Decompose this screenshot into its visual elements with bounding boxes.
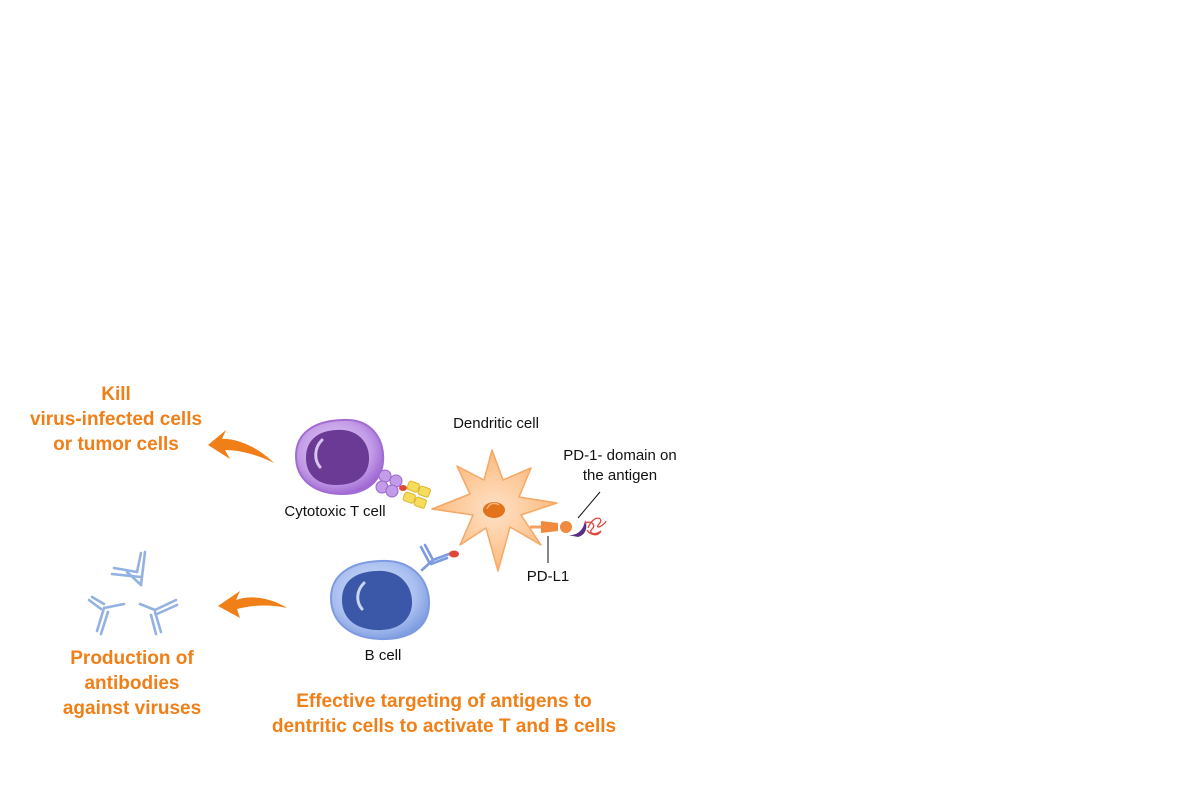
pd1-domain-label-line-2: the antigen bbox=[582, 467, 658, 484]
pd1-leader-line bbox=[577, 491, 601, 519]
b-cell-receptor-icon bbox=[419, 543, 459, 572]
antibodies-icon bbox=[87, 550, 179, 636]
kill-label-line-1: Kill bbox=[101, 384, 131, 405]
dendritic-cell-icon bbox=[431, 449, 558, 572]
pd1-domain-label: PD-1- domain on the antigen bbox=[552, 446, 688, 486]
antibody-left bbox=[87, 595, 126, 636]
b-cell-label: B cell bbox=[364, 647, 402, 664]
kill-arrow-icon bbox=[208, 430, 274, 463]
antibody-top bbox=[110, 550, 147, 587]
kill-label-line-3: or tumor cells bbox=[53, 434, 179, 455]
production-arrow-icon bbox=[218, 591, 287, 618]
production-label-line-2: antibodies bbox=[84, 673, 180, 694]
effective-targeting-label: Effective targeting of antigens to dentr… bbox=[238, 689, 650, 739]
antibody-right bbox=[138, 598, 179, 636]
pd-l1-label: PD-L1 bbox=[526, 568, 570, 585]
kill-label-line-2: virus-infected cells bbox=[29, 409, 203, 430]
t-cell-receptor-icon bbox=[375, 469, 407, 498]
kill-label: Kill virus-infected cells or tumor cells bbox=[16, 382, 216, 457]
effective-targeting-line-1: Effective targeting of antigens to bbox=[296, 691, 592, 712]
mhc-receptor-icon bbox=[402, 480, 431, 509]
pd1-antigen-icon bbox=[568, 517, 607, 537]
production-label-line-1: Production of bbox=[70, 648, 194, 669]
cytotoxic-t-cell-label: Cytotoxic T cell bbox=[284, 503, 386, 520]
pd1-domain-label-line-1: PD-1- domain on bbox=[563, 447, 677, 464]
effective-targeting-line-2: dentritic cells to activate T and B cell… bbox=[271, 716, 617, 737]
b-cell-icon bbox=[329, 559, 431, 641]
cytotoxic-t-cell-icon bbox=[294, 418, 385, 496]
production-label: Production of antibodies against viruses bbox=[42, 646, 222, 721]
production-label-line-3: against viruses bbox=[62, 698, 202, 719]
dendritic-cell-label: Dendritic cell bbox=[453, 415, 539, 432]
pd-l1-icon bbox=[530, 521, 572, 533]
